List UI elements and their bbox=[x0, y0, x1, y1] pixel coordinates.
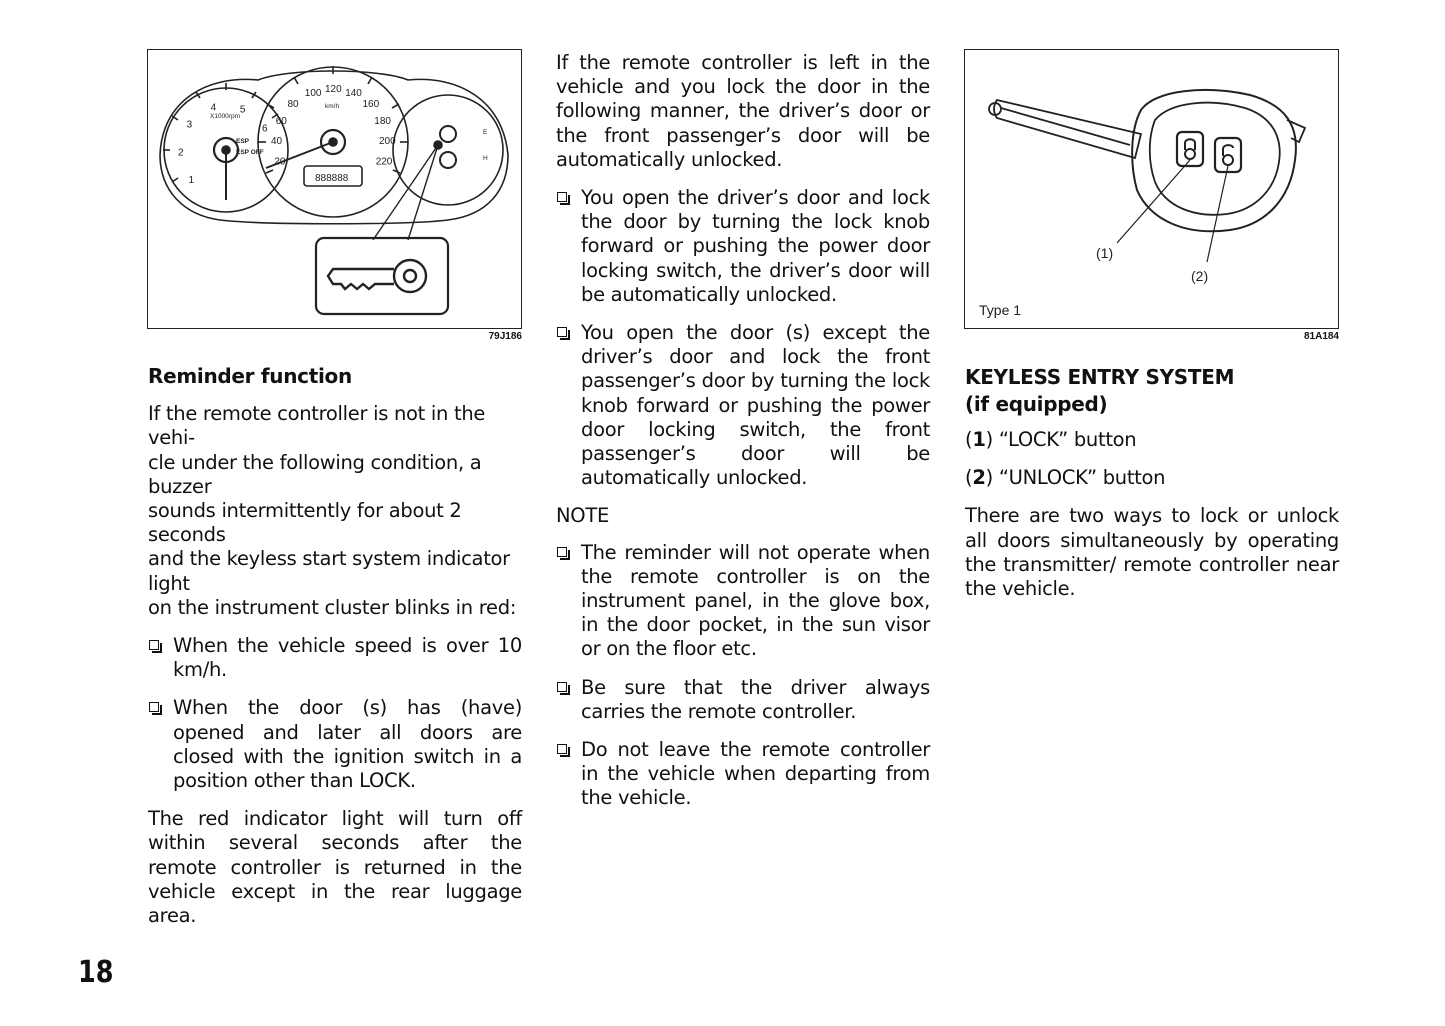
intro-line: sounds intermittently for about 2 second… bbox=[148, 499, 462, 547]
temp-e-label: E bbox=[483, 129, 488, 136]
checkbox-bullet-icon bbox=[557, 546, 570, 560]
speed-tick-label: 40 bbox=[271, 136, 283, 147]
note-text: Do not leave the remote controller in th… bbox=[581, 738, 930, 810]
bullet-item: When the door (s) has (have) opened and … bbox=[148, 696, 522, 793]
bullet-item: You open the driver’s door and lock the … bbox=[556, 186, 930, 307]
speed-tick-label: 60 bbox=[276, 116, 288, 127]
reminder-outro-paragraph: The red indicator light will turn off wi… bbox=[148, 807, 522, 928]
speed-tick-label: 100 bbox=[305, 88, 322, 99]
checkbox-bullet-icon bbox=[149, 702, 162, 716]
rpm-tick-label: 4 bbox=[211, 103, 217, 114]
figure-code-left: 79J186 bbox=[488, 331, 522, 342]
remote-key-figure: (1) (2) Type 1 bbox=[964, 49, 1339, 329]
speed-tick-label: 120 bbox=[325, 84, 342, 95]
heading-line-2: (if equipped) bbox=[965, 392, 1108, 416]
reminder-intro-paragraph: If the remote controller is not in the v… bbox=[148, 402, 522, 620]
page-number: 18 bbox=[78, 955, 114, 990]
rpm-tick-label: 2 bbox=[178, 148, 184, 159]
note-item: Do not leave the remote controller in th… bbox=[556, 738, 930, 811]
bullet-text: You open the driver’s door and lock the … bbox=[581, 186, 930, 306]
column-auto-unlock: If the remote controller is left in the … bbox=[556, 51, 930, 825]
keyless-entry-heading: KEYLESS ENTRY SYSTEM (if equipped) bbox=[965, 364, 1339, 418]
intro-line: on the instrument cluster blinks in red: bbox=[148, 595, 517, 619]
bullet-text: You open the door (s) except the driver’… bbox=[581, 321, 930, 490]
speed-tick-label: 220 bbox=[376, 157, 393, 168]
bullet-item: You open the door (s) except the driver’… bbox=[556, 321, 930, 490]
type-label: Type 1 bbox=[979, 302, 1021, 318]
intro-line: cle under the following condition, a buz… bbox=[148, 450, 482, 498]
speed-tick-label: 20 bbox=[274, 157, 286, 168]
note-label: NOTE bbox=[556, 504, 609, 528]
bullet-item: When the vehicle speed is over 10 km/h. bbox=[148, 634, 522, 682]
checkbox-bullet-icon bbox=[557, 744, 570, 758]
legend-text: “LOCK” button bbox=[998, 428, 1137, 451]
column-reminder-function: Reminder function If the remote controll… bbox=[148, 364, 522, 942]
auto-unlock-intro: If the remote controller is left in the … bbox=[556, 51, 930, 171]
intro-line: If the remote controller is not in the v… bbox=[148, 402, 486, 450]
figure-code-right: 81A184 bbox=[1303, 331, 1339, 342]
legend-item-lock: (1) “LOCK” button bbox=[965, 428, 1137, 451]
callout-2: (2) bbox=[1191, 268, 1208, 284]
speed-tick-label: 200 bbox=[379, 136, 396, 147]
intro-line: and the keyless start system indicator l… bbox=[148, 547, 510, 595]
checkbox-bullet-icon bbox=[557, 681, 570, 695]
speed-tick-label: 160 bbox=[363, 99, 380, 110]
legend-text: “UNLOCK” button bbox=[998, 466, 1166, 490]
checkbox-bullet-icon bbox=[557, 192, 570, 206]
speed-tick-label: 180 bbox=[374, 116, 391, 127]
rpm-tick-label: 3 bbox=[187, 120, 193, 131]
note-item: The reminder will not operate when the r… bbox=[556, 541, 930, 662]
bullet-text: When the vehicle speed is over 10 km/h. bbox=[173, 634, 522, 682]
column-keyless-entry: KEYLESS ENTRY SYSTEM (if equipped) (1) “… bbox=[965, 364, 1339, 615]
note-item: Be sure that the driver always carries t… bbox=[556, 676, 930, 724]
checkbox-bullet-icon bbox=[149, 640, 162, 654]
speed-tick-label: 140 bbox=[345, 88, 362, 99]
callout-1: (1) bbox=[1096, 245, 1113, 261]
legend-item-unlock: (2) “UNLOCK” button bbox=[965, 466, 1166, 490]
reminder-function-heading: Reminder function bbox=[148, 364, 352, 388]
keyless-body-paragraph: There are two ways to lock or unlock all… bbox=[965, 504, 1339, 601]
checkbox-bullet-icon bbox=[557, 327, 570, 341]
note-text: Be sure that the driver always carries t… bbox=[581, 675, 930, 723]
rpm-unit-label: X1000rpm bbox=[210, 113, 240, 120]
legend-number: 1 bbox=[972, 428, 986, 451]
heading-line-1: KEYLESS ENTRY SYSTEM bbox=[965, 365, 1235, 389]
odometer-display: 888888 bbox=[315, 173, 349, 184]
rpm-tick-label: 1 bbox=[189, 175, 195, 186]
rpm-tick-label: 6 bbox=[262, 124, 268, 135]
legend-number: 2 bbox=[972, 466, 986, 490]
remote-key-illustration: (1) (2) Type 1 bbox=[979, 89, 1307, 318]
speed-unit-label: km/h bbox=[325, 103, 339, 110]
note-text: The reminder will not operate when the r… bbox=[581, 540, 930, 661]
speed-tick-label: 80 bbox=[288, 99, 300, 110]
bullet-text: When the door (s) has (have) opened and … bbox=[173, 696, 522, 793]
esp-label: ESP bbox=[236, 138, 250, 145]
fuel-h-label: H bbox=[483, 155, 488, 162]
rpm-tick-label: 5 bbox=[240, 104, 246, 115]
esp-off-label: ESP OFF bbox=[236, 149, 264, 156]
